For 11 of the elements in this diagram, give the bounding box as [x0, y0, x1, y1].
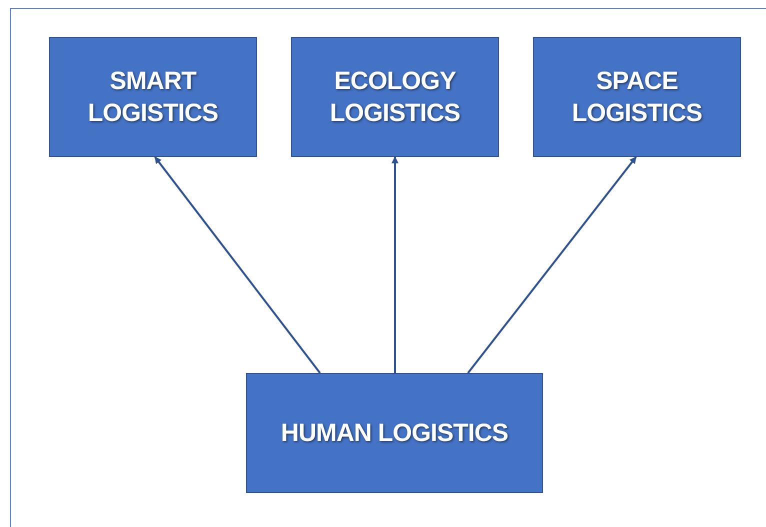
box-label: SPACE LOGISTICS [570, 66, 704, 129]
process-box [49, 37, 257, 157]
box-label: HUMAN LOGISTICS [280, 418, 508, 449]
process-box [291, 37, 499, 157]
process-box [533, 37, 741, 157]
arrow [154, 156, 321, 374]
box-label: ECOLOGY LOGISTICS [328, 66, 462, 129]
arrow [467, 156, 637, 374]
box-label: SMART LOGISTICS [86, 66, 220, 129]
process-box [246, 373, 543, 493]
arrow [392, 156, 398, 373]
